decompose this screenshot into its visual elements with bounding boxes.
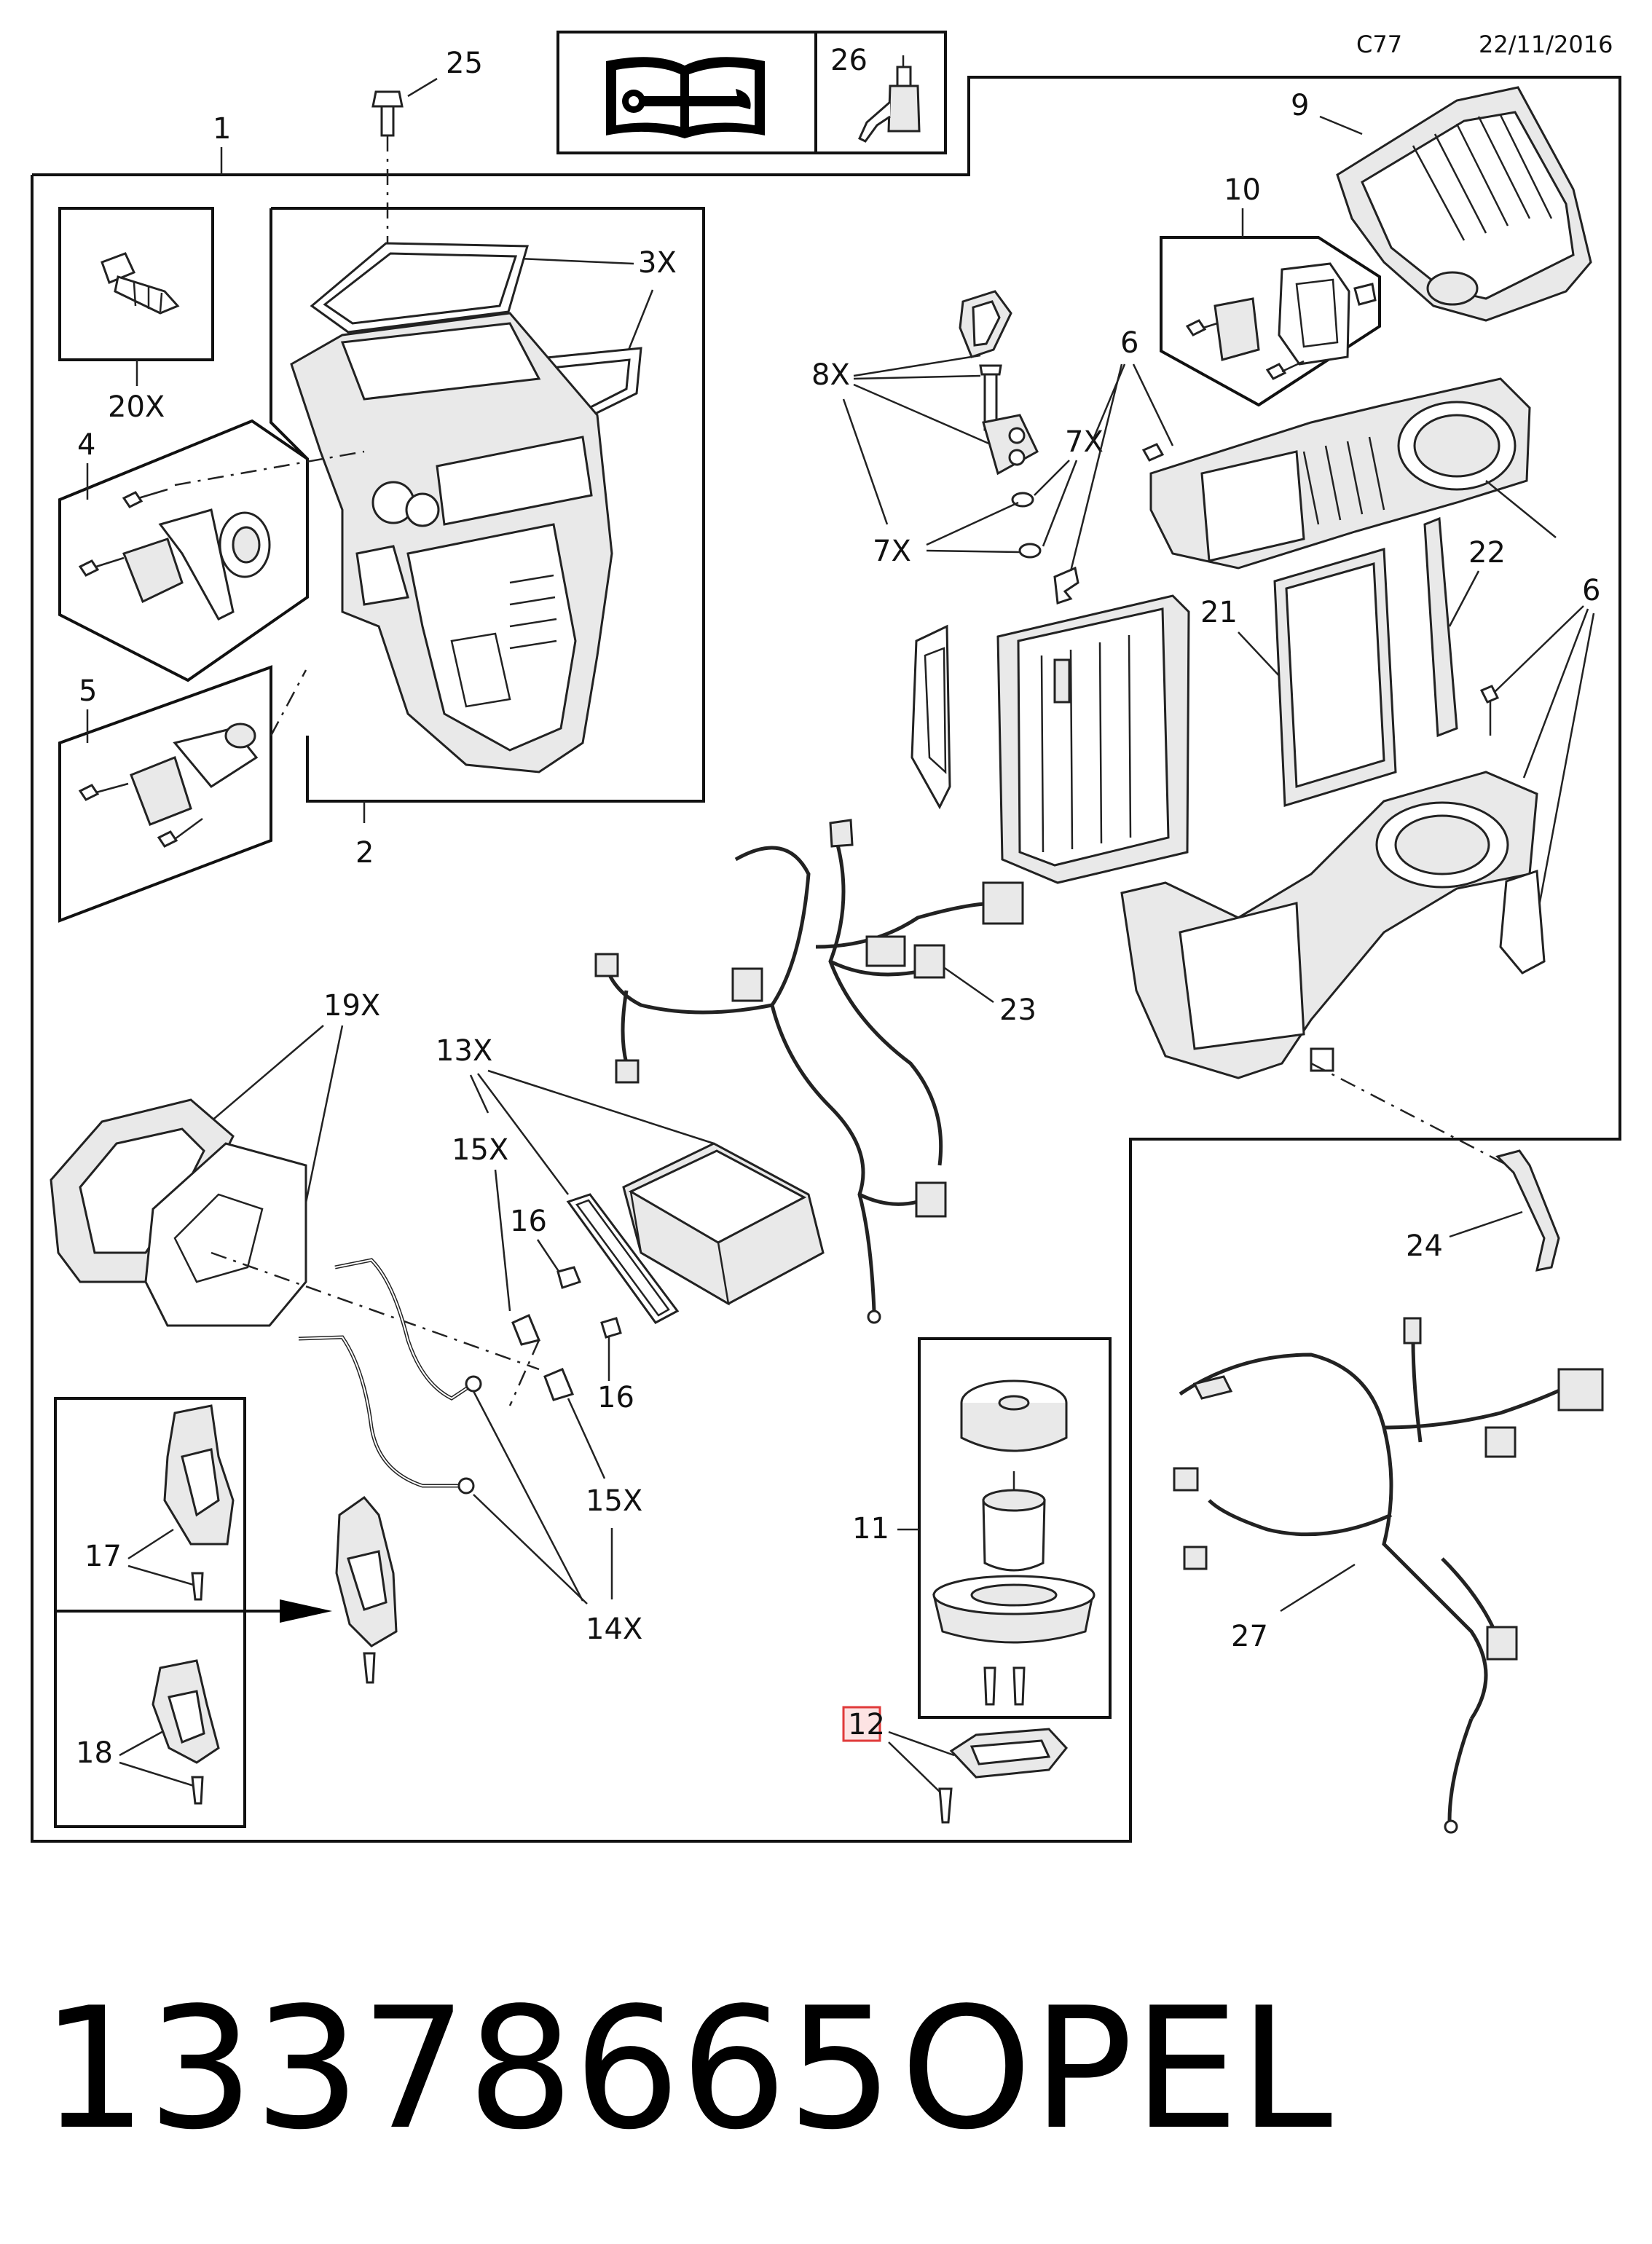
callout-18: 18	[76, 1736, 113, 1770]
header-code: C77	[1356, 31, 1402, 58]
assembly-arrow	[245, 1599, 332, 1623]
callout-20x: 20X	[108, 390, 165, 424]
callout-4: 4	[77, 428, 95, 462]
callout-8x: 8X	[811, 358, 850, 392]
callout-21: 21	[1200, 596, 1238, 629]
callout-16-lower: 16	[597, 1381, 634, 1414]
part-23-wiring-harness	[594, 819, 1024, 1324]
callout-7x-lower: 7X	[873, 535, 911, 568]
callout-6-upper: 6	[1120, 326, 1138, 360]
callout-16-upper: 16	[510, 1205, 547, 1238]
icon-box: 26	[556, 31, 947, 154]
part-24-drain-hose	[1495, 1149, 1560, 1272]
footer-brand: OPEL	[900, 1972, 1332, 2167]
header-date: 22/11/2016	[1479, 31, 1613, 58]
main-frame	[31, 76, 1621, 1843]
box-20x: 20X	[58, 207, 214, 424]
callout-26: 26	[830, 44, 868, 77]
callout-25: 25	[446, 47, 483, 80]
callout-12-highlight: 12	[842, 1706, 885, 1742]
part-27-wiring-harness	[1173, 1317, 1604, 1834]
adhesive-bottle-icon	[858, 55, 921, 143]
part-21-filter	[1273, 548, 1397, 807]
callout-17: 17	[84, 1540, 122, 1573]
part-14x-pipes	[298, 1258, 482, 1495]
screw-25	[371, 90, 404, 137]
box-10-actuator: 10	[1160, 173, 1381, 407]
callout-2: 2	[355, 836, 374, 870]
callout-6-right: 6	[1582, 574, 1600, 607]
evaporator-core	[996, 594, 1190, 884]
part-9-housing	[1336, 86, 1592, 322]
service-manual-icon	[606, 57, 765, 138]
part-22-seal	[1423, 516, 1458, 738]
callout-5: 5	[79, 674, 97, 708]
callout-27: 27	[1231, 1620, 1268, 1653]
callout-24: 24	[1406, 1229, 1443, 1263]
callout-19x: 19X	[323, 989, 380, 1023]
callout-13x: 13X	[436, 1034, 492, 1068]
part-19x-duct	[50, 1098, 307, 1327]
bracket-assembled	[335, 1495, 398, 1684]
callout-3x: 3X	[638, 246, 677, 280]
callout-23: 23	[999, 993, 1037, 1027]
callout-15x-upper: 15X	[452, 1133, 508, 1167]
callout-15x-lower: 15X	[586, 1484, 642, 1518]
box-17-18-brackets: 17 18	[54, 1397, 246, 1828]
callout-1: 1	[213, 112, 231, 146]
part-16-clips	[511, 1266, 622, 1401]
part-6-lower-housing	[1120, 685, 1546, 1079]
part-6-upper-housing	[1141, 377, 1531, 570]
part-8x-valve	[959, 290, 1079, 605]
part-13x-heater-core	[566, 1142, 825, 1324]
callout-10: 10	[1224, 173, 1261, 207]
callout-22: 22	[1468, 536, 1506, 570]
evaporator-bracket	[910, 624, 951, 810]
footer-part-number: 13378665	[41, 1972, 894, 2167]
callout-9: 9	[1291, 89, 1309, 122]
box-11-blower: 11	[852, 1337, 1112, 1719]
callout-14x: 14X	[586, 1613, 642, 1646]
box-4-actuator: 4	[58, 419, 365, 682]
box-2-hvac-case: 3X 2	[270, 207, 705, 870]
callout-12: 12	[848, 1708, 885, 1741]
part-12-resistor	[938, 1728, 1068, 1824]
callout-11: 11	[852, 1512, 889, 1546]
highlight-box	[842, 1706, 881, 1742]
box-5-actuator: 5	[58, 665, 307, 923]
